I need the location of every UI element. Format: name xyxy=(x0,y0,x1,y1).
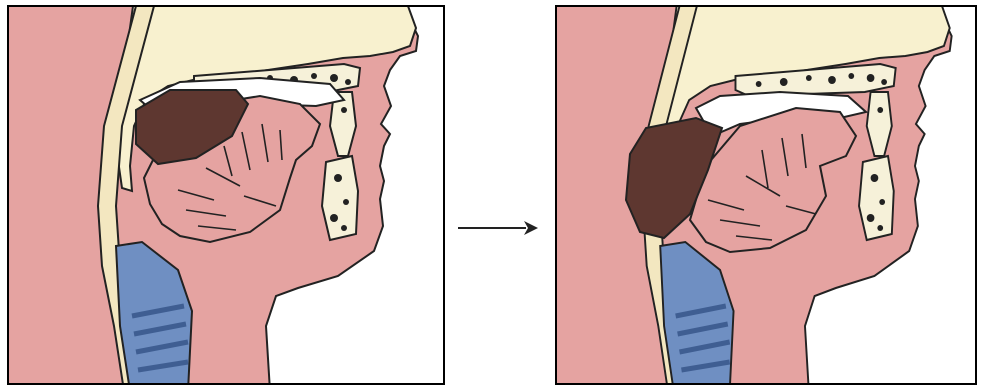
panel-after xyxy=(556,6,976,386)
panel-before xyxy=(8,6,444,386)
transition-arrow xyxy=(458,221,538,235)
